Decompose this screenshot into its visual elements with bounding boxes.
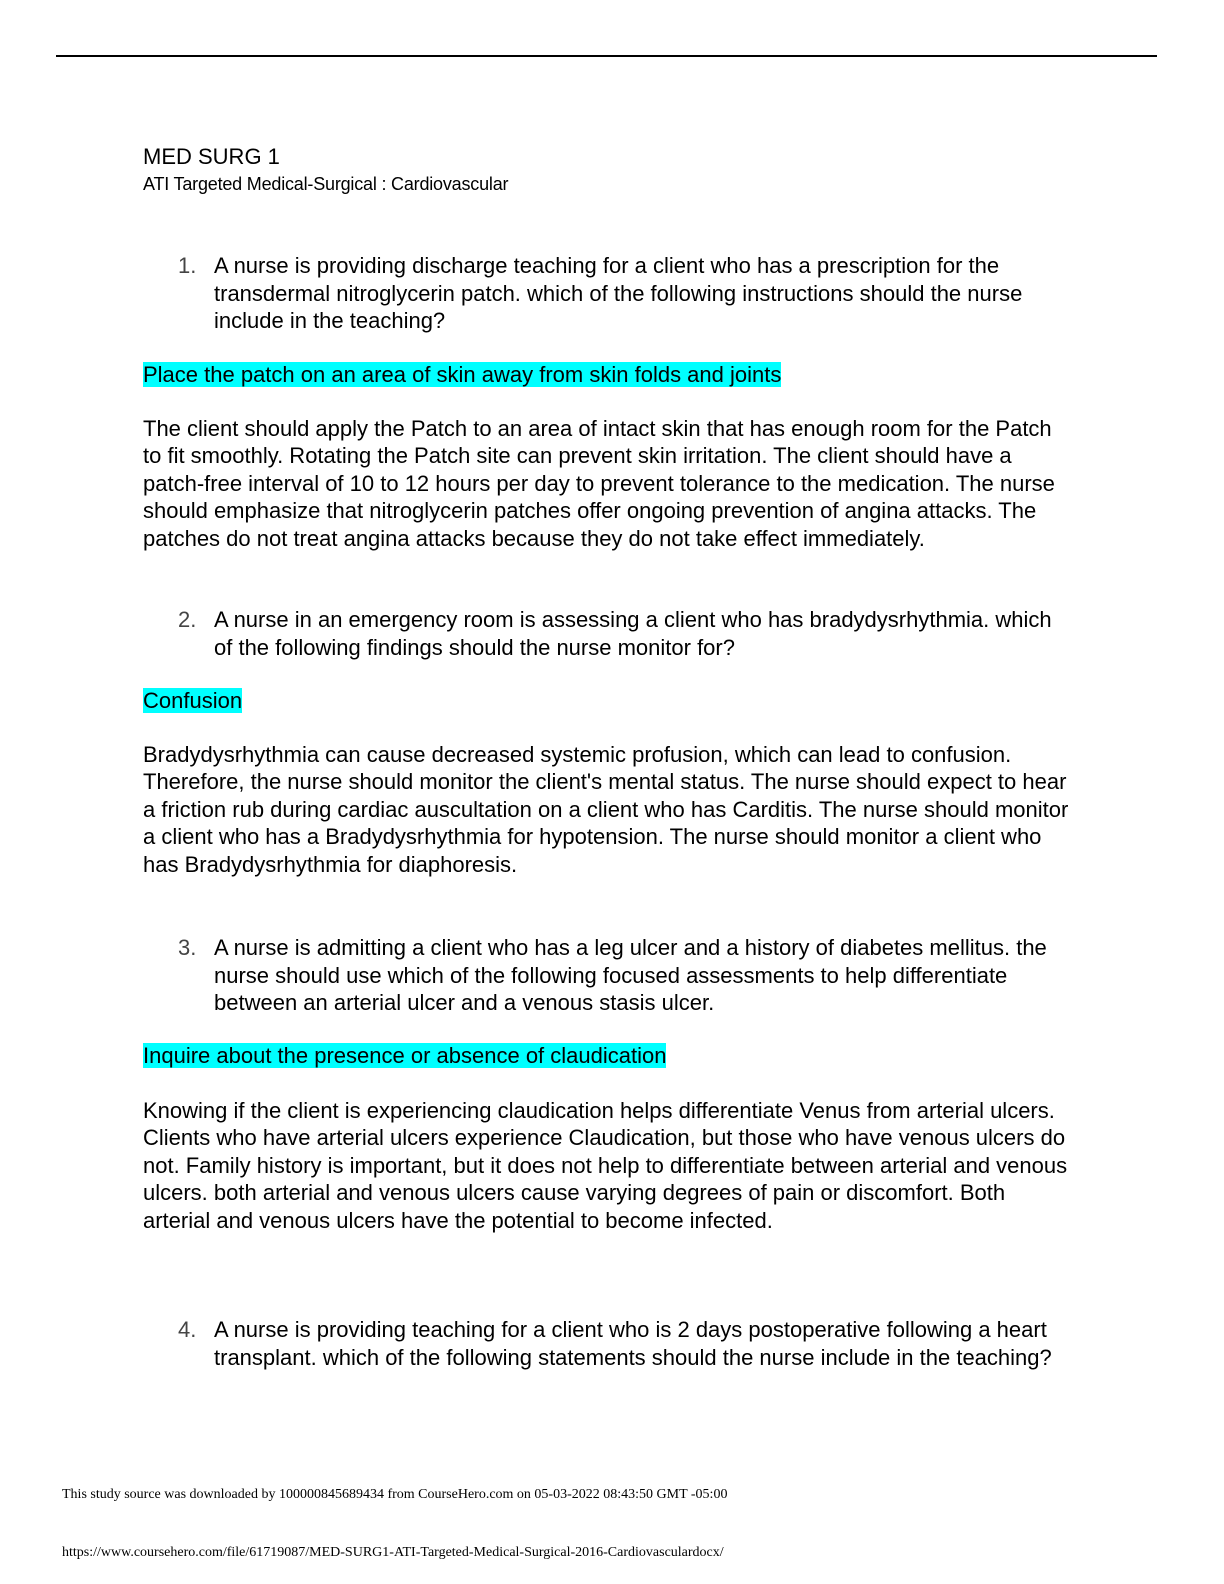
page-subtitle: ATI Targeted Medical-Surgical : Cardiova…	[143, 174, 509, 194]
question-2: 2. A nurse in an emergency room is asses…	[143, 606, 1073, 661]
explanation-1: The client should apply the Patch to an …	[143, 416, 1055, 551]
top-rule	[56, 55, 1157, 57]
question-text: A nurse is providing teaching for a clie…	[214, 1317, 1052, 1370]
question-text: A nurse is providing discharge teaching …	[214, 253, 1023, 333]
question-number: 1.	[178, 253, 197, 278]
question-1: 1. A nurse is providing discharge teachi…	[143, 252, 1073, 335]
page-title: MED SURG 1	[143, 144, 280, 169]
question-number: 3.	[178, 935, 197, 960]
answer-3: Inquire about the presence or absence of…	[143, 1042, 667, 1069]
question-4: 4. A nurse is providing teaching for a c…	[143, 1316, 1073, 1371]
question-number: 4.	[178, 1317, 197, 1342]
answer-highlight: Inquire about the presence or absence of…	[143, 1043, 667, 1068]
question-text: A nurse in an emergency room is assessin…	[214, 607, 1052, 660]
question-3: 3. A nurse is admitting a client who has…	[143, 934, 1073, 1017]
question-number: 2.	[178, 607, 197, 632]
answer-2: Confusion	[143, 687, 243, 714]
explanation-3: Knowing if the client is experiencing cl…	[143, 1098, 1068, 1233]
explanation-2: Bradydysrhythmia can cause decreased sys…	[143, 742, 1069, 877]
answer-highlight: Place the patch on an area of skin away …	[143, 362, 782, 387]
answer-highlight: Confusion	[143, 688, 243, 713]
answer-1: Place the patch on an area of skin away …	[143, 361, 782, 388]
download-source-notice: This study source was downloaded by 1000…	[62, 1487, 728, 1502]
source-url: https://www.coursehero.com/file/61719087…	[62, 1545, 724, 1560]
question-text: A nurse is admitting a client who has a …	[214, 935, 1047, 1015]
